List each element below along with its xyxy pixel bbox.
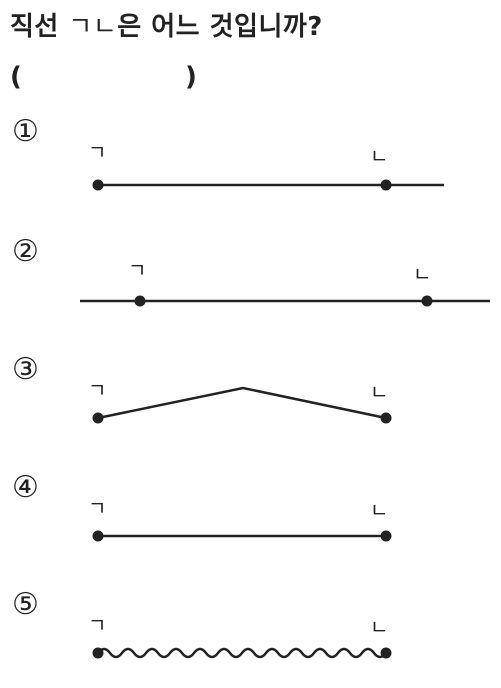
option-number: ⑤ [12,587,39,622]
point-label-b: ㄴ [413,262,432,286]
point-a-dot [92,412,104,424]
point-label-a: ㄱ [88,378,107,402]
wavy-line [97,647,387,659]
option-number: ④ [12,470,39,505]
question-points: ㄱㄴ [68,12,118,42]
option-3[interactable]: ③ ㄱ ㄴ [0,350,501,440]
point-b-dot [380,530,392,542]
point-a-dot [92,647,104,659]
option-2[interactable]: ② ㄱ ㄴ [0,232,501,322]
question-suffix: 은 어느 것입니까? [117,12,323,42]
option-1[interactable]: ① ㄱ ㄴ [0,112,501,202]
ray-figure [92,179,444,191]
answer-close-paren: ) [185,62,197,92]
point-label-b: ㄴ [370,498,389,522]
point-label-b: ㄴ [370,615,389,639]
line-figure [80,295,490,307]
point-label-a: ㄱ [88,140,107,164]
point-a-dot [92,179,104,191]
answer-blank[interactable]: ( ) [10,62,205,92]
segment-figure [92,530,392,542]
point-label-a: ㄱ [128,258,147,282]
option-5[interactable]: ⑤ ㄱ ㄴ [0,585,501,675]
wavy-line-figure [92,647,392,659]
point-label-b: ㄴ [370,380,389,404]
point-a-dot [134,295,146,307]
point-b-dot [380,179,392,191]
point-b-dot [380,412,392,424]
option-number: ③ [12,352,39,387]
bent-line-figure [92,386,392,424]
option-4[interactable]: ④ ㄱ ㄴ [0,468,501,558]
bent-line [97,386,387,420]
point-a-dot [92,530,104,542]
point-label-a: ㄱ [88,496,107,520]
option-number: ② [12,234,39,269]
point-label-b: ㄴ [370,144,389,168]
answer-open-paren: ( [10,62,22,92]
point-b-dot [380,647,392,659]
option-number: ① [12,114,39,149]
point-b-dot [421,295,433,307]
point-label-a: ㄱ [88,613,107,637]
question-text: 직선 ㄱㄴ은 어느 것입니까? [10,6,323,43]
question-prefix: 직선 [10,12,59,42]
